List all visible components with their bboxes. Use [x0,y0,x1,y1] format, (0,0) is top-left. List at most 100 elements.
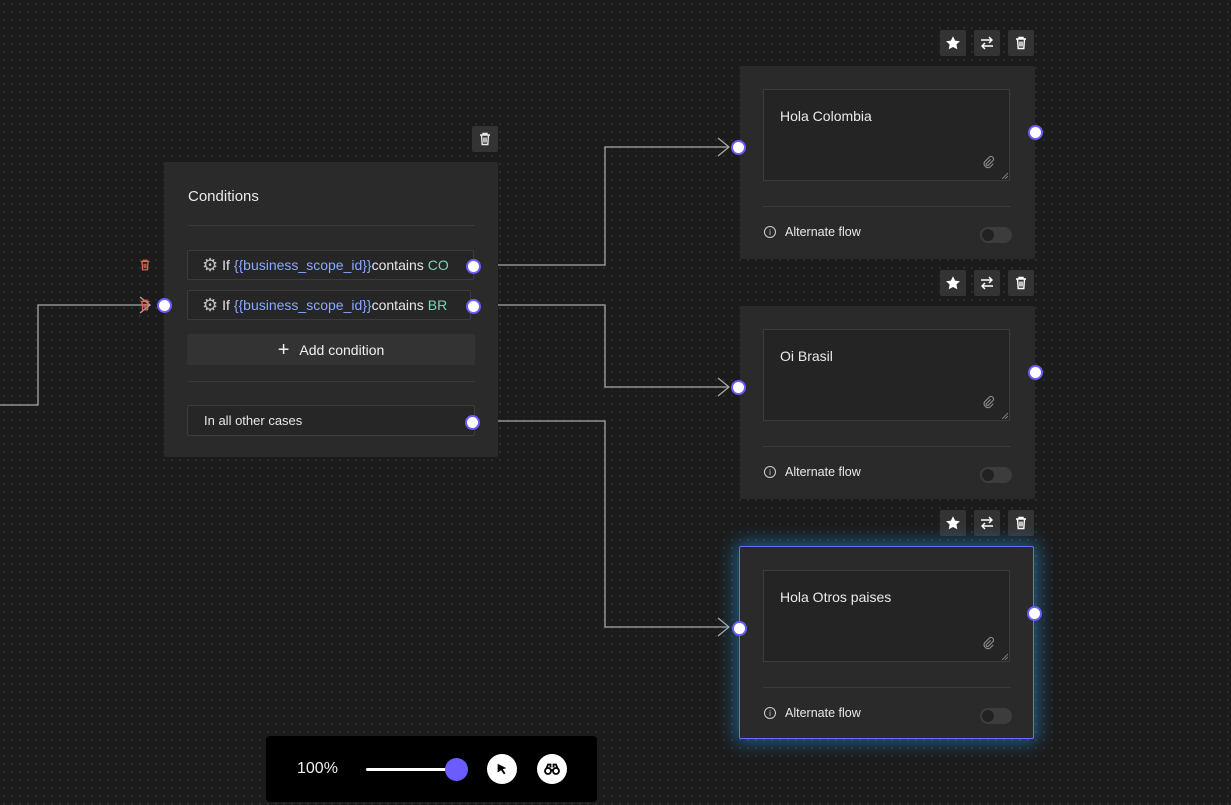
message-node-selected[interactable]: Hola Otros paises i Alternate flow [739,546,1034,739]
condition-value: BR [427,297,448,313]
edge-incoming [0,304,150,406]
condition-operator: contains [371,297,424,313]
condition-other-output-handle[interactable] [465,415,480,430]
message-text: Hola Colombia [780,108,872,124]
alternate-flow-row: i Alternate flow [764,706,861,720]
condition-node-title: Conditions [188,188,259,205]
info-icon: i [764,226,776,238]
star-icon [946,276,960,290]
trash-icon [140,299,150,311]
plus-icon: + [277,338,290,361]
condition-br-output-handle[interactable] [466,299,481,314]
trash-icon [1016,36,1026,50]
condition-variable: {{business_scope_id}} [233,257,372,273]
condition-node[interactable]: Conditions ⚙ If {{business_scope_id}}con… [164,162,498,457]
message-node[interactable]: Hola Colombia i Alternate flow [740,66,1035,259]
paperclip-icon[interactable] [981,395,995,412]
gear-icon: ⚙ [202,255,219,275]
message-text: Hola Otros paises [780,589,892,605]
edge-other [498,420,728,628]
resize-handle-icon[interactable] [1000,411,1008,419]
delete-condition-row-button[interactable] [138,297,152,316]
condition-if-label: If [222,297,230,313]
alternate-flow-toggle[interactable] [980,227,1012,243]
edge-arrow-co [717,137,731,157]
binoculars-icon [544,763,560,775]
message-output-handle[interactable] [1028,125,1043,140]
alternate-flow-toggle[interactable] [980,467,1012,483]
condition-operator: contains [371,257,424,273]
add-condition-button[interactable]: + Add condition [187,334,475,365]
star-icon [946,516,960,530]
info-icon: i [764,466,776,478]
resize-handle-icon[interactable] [1000,652,1008,660]
delete-message-button[interactable] [1008,510,1034,536]
message-output-handle[interactable] [1028,365,1043,380]
trash-icon [1016,276,1026,290]
alternate-flow-label: Alternate flow [785,225,861,239]
zoom-toolbar: 100% [266,736,597,802]
delete-message-button[interactable] [1008,270,1034,296]
alternate-flow-toggle[interactable] [980,708,1012,724]
edge-arrow-br [717,377,731,397]
select-tool-button[interactable] [487,754,517,784]
other-cases-label: In all other cases [204,413,303,428]
condition-variable: {{business_scope_id}} [233,297,372,313]
message-textarea[interactable]: Hola Colombia [763,89,1010,181]
other-cases-row[interactable]: In all other cases [187,405,475,436]
add-condition-label: Add condition [299,341,385,358]
swap-button[interactable] [974,30,1000,56]
zoom-slider-handle[interactable] [445,758,468,781]
alternate-flow-label: Alternate flow [785,706,861,720]
divider [763,446,1011,447]
trash-icon [1016,516,1026,530]
condition-input-handle[interactable] [157,298,172,313]
condition-if-label: If [222,257,230,273]
paperclip-icon[interactable] [981,155,995,172]
favorite-button[interactable] [940,510,966,536]
resize-handle-icon[interactable] [1000,171,1008,179]
favorite-button[interactable] [940,270,966,296]
zoom-level-label: 100% [297,760,338,777]
trash-icon [480,132,490,146]
star-icon [946,36,960,50]
message-output-handle[interactable] [1027,606,1042,621]
message-text: Oi Brasil [780,348,833,364]
pointer-icon [497,763,507,775]
paperclip-icon[interactable] [981,636,995,653]
find-button[interactable] [537,754,567,784]
swap-icon [981,516,993,530]
gear-icon: ⚙ [202,295,219,315]
condition-co-output-handle[interactable] [466,259,481,274]
edge-br [498,304,728,388]
message-textarea[interactable]: Oi Brasil [763,329,1010,421]
delete-condition-row-button[interactable] [138,257,152,276]
alternate-flow-row: i Alternate flow [764,225,861,239]
zoom-slider-track[interactable] [366,768,456,771]
divider [763,687,1011,688]
favorite-button[interactable] [940,30,966,56]
swap-button[interactable] [974,510,1000,536]
divider [188,225,475,226]
divider [188,381,475,382]
info-icon: i [764,707,776,719]
trash-icon [140,259,150,271]
message-input-handle[interactable] [731,380,746,395]
message-input-handle[interactable] [732,621,747,636]
edge-co [498,146,728,266]
message-input-handle[interactable] [731,140,746,155]
divider [763,206,1011,207]
alternate-flow-label: Alternate flow [785,465,861,479]
condition-value: CO [427,257,449,273]
alternate-flow-row: i Alternate flow [764,465,861,479]
message-textarea[interactable]: Hola Otros paises [763,570,1010,662]
delete-condition-node-button[interactable] [472,126,498,152]
swap-icon [981,276,993,290]
edge-arrow-other [717,617,731,637]
delete-message-button[interactable] [1008,30,1034,56]
swap-button[interactable] [974,270,1000,296]
message-node[interactable]: Oi Brasil i Alternate flow [740,306,1035,499]
